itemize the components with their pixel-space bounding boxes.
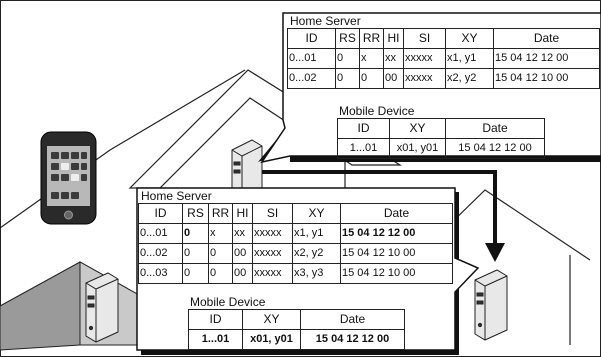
cell-rr: 0: [209, 264, 233, 284]
col-rr: RR: [360, 29, 384, 49]
mobile-device-header-row: ID XY Date: [338, 119, 545, 139]
home-server-header-row: ID RS RR HI SI XY Date: [288, 29, 600, 49]
cell-id: 0...01: [139, 224, 183, 244]
cell-xy: x2, y2: [293, 244, 341, 264]
col-si: SI: [404, 29, 446, 49]
server-icon-left: [86, 273, 118, 342]
cell-id: 0...02: [139, 244, 183, 264]
col-id: ID: [288, 29, 336, 49]
col-date: Date: [494, 29, 600, 49]
table-row: 0...01 0 x xx xxxxx x1, y1 15 04 12 12 0…: [139, 224, 453, 244]
cell-si: xxxxx: [253, 224, 293, 244]
mobile-device-table: ID XY Date 1...01 x01, y01 15 04 12 12 0…: [337, 118, 545, 159]
col-rr: RR: [209, 204, 233, 224]
col-hi: HI: [384, 29, 404, 49]
col-rs: RS: [336, 29, 360, 49]
col-si: SI: [253, 204, 293, 224]
cell-hi: 00: [233, 264, 253, 284]
table-row: 0...02 0 0 00 xxxxx x2, y2 15 04 12 10 0…: [139, 244, 453, 264]
col-xy: XY: [293, 204, 341, 224]
table-row: 1...01 x01, y01 15 04 12 12 00: [189, 330, 405, 350]
col-rs: RS: [183, 204, 209, 224]
mobile-device-header-row: ID XY Date: [189, 310, 405, 330]
home-server-header-row: ID RS RR HI SI XY Date: [139, 204, 453, 224]
cell-si: xxxxx: [404, 69, 446, 89]
home-server-table: ID RS RR HI SI XY Date 0...01 0 x xx xxx…: [138, 203, 453, 284]
table-row: 0...03 0 0 00 xxxxx x3, y3 15 04 12 10 0…: [139, 264, 453, 284]
cell-date: 15 04 12 10 00: [494, 69, 600, 89]
cell-hi: 00: [233, 244, 253, 264]
cell-date: 15 04 12 10 00: [341, 264, 453, 284]
col-id: ID: [338, 119, 390, 139]
cell-si: xxxxx: [253, 264, 293, 284]
home-server-title: Home Server: [290, 15, 361, 28]
col-xy: XY: [243, 310, 301, 330]
cell-rs: 0: [336, 69, 360, 89]
house-dark-roof: [0, 262, 148, 352]
cell-xy: x1, y1: [446, 49, 494, 69]
col-date: Date: [341, 204, 453, 224]
cell-rs: 0: [183, 224, 209, 244]
cell-hi: xx: [384, 49, 404, 69]
cell-xy: x01, y01: [390, 139, 446, 159]
cell-rs: 0: [183, 244, 209, 264]
callout-front-panel: Home Server ID RS RR HI SI XY Date 0...0…: [138, 189, 454, 349]
cell-rr: x: [209, 224, 233, 244]
table-row: 0...01 0 x xx xxxxx x1, y1 15 04 12 12 0…: [288, 49, 600, 69]
mobile-phone-icon: [41, 132, 96, 224]
col-date: Date: [301, 310, 405, 330]
table-row: 0...02 0 0 00 xxxxx x2, y2 15 04 12 10 0…: [288, 69, 600, 89]
col-xy: XY: [446, 29, 494, 49]
cell-rr: 0: [360, 69, 384, 89]
callout-back-panel: Home Server ID RS RR HI SI XY Date 0...0…: [287, 14, 599, 154]
table-row: 1...01 x01, y01 15 04 12 12 00: [338, 139, 545, 159]
col-xy: XY: [390, 119, 446, 139]
cell-rr: x: [360, 49, 384, 69]
cell-date: 15 04 12 12 00: [494, 49, 600, 69]
cell-xy: x1, y1: [293, 224, 341, 244]
cell-hi: xx: [233, 224, 253, 244]
cell-date: 15 04 12 12 00: [446, 139, 545, 159]
cell-id: 0...03: [139, 264, 183, 284]
cell-id: 0...02: [288, 69, 336, 89]
col-hi: HI: [233, 204, 253, 224]
home-server-table: ID RS RR HI SI XY Date 0...01 0 x xx xxx…: [287, 28, 600, 89]
cell-hi: 00: [384, 69, 404, 89]
cell-rr: 0: [209, 244, 233, 264]
cell-si: xxxxx: [404, 49, 446, 69]
col-id: ID: [189, 310, 243, 330]
cell-xy: x3, y3: [293, 264, 341, 284]
cell-date: 15 04 12 12 00: [301, 330, 405, 350]
cell-id: 1...01: [189, 330, 243, 350]
mobile-device-title: Mobile Device: [339, 105, 414, 118]
cell-date: 15 04 12 12 00: [341, 224, 453, 244]
server-icon-right: [475, 270, 507, 340]
cell-id: 1...01: [338, 139, 390, 159]
cell-si: xxxxx: [253, 244, 293, 264]
cell-id: 0...01: [288, 49, 336, 69]
mobile-device-title: Mobile Device: [190, 296, 265, 309]
cell-rs: 0: [336, 49, 360, 69]
cell-xy: x2, y2: [446, 69, 494, 89]
col-id: ID: [139, 204, 183, 224]
cell-xy: x01, y01: [243, 330, 301, 350]
home-server-title: Home Server: [141, 190, 212, 203]
cell-rs: 0: [183, 264, 209, 284]
cell-date: 15 04 12 10 00: [341, 244, 453, 264]
mobile-device-table: ID XY Date 1...01 x01, y01 15 04 12 12 0…: [188, 309, 405, 350]
col-date: Date: [446, 119, 545, 139]
